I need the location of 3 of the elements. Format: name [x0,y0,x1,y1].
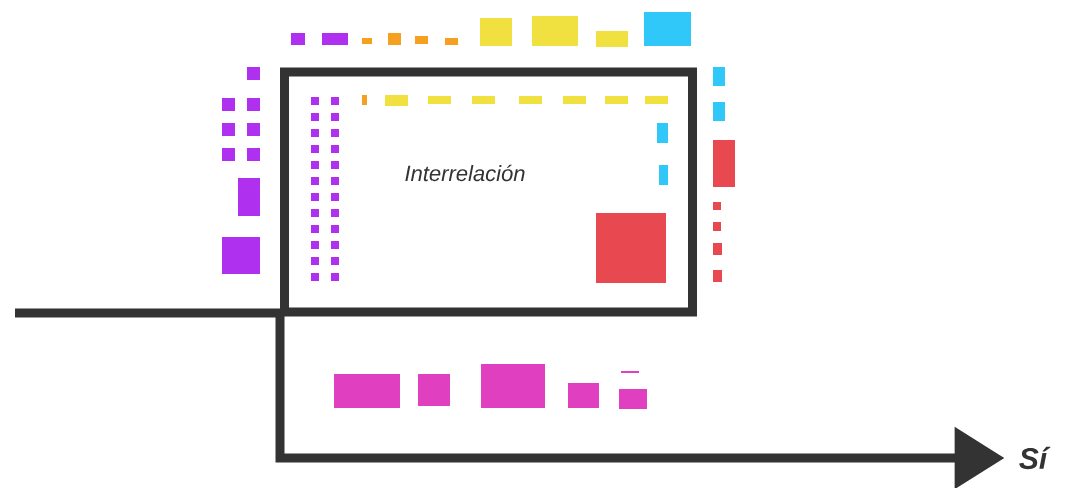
axis-label: Sí [1019,446,1051,470]
title: Interrelación [405,164,525,182]
frame-box [280,67,697,317]
